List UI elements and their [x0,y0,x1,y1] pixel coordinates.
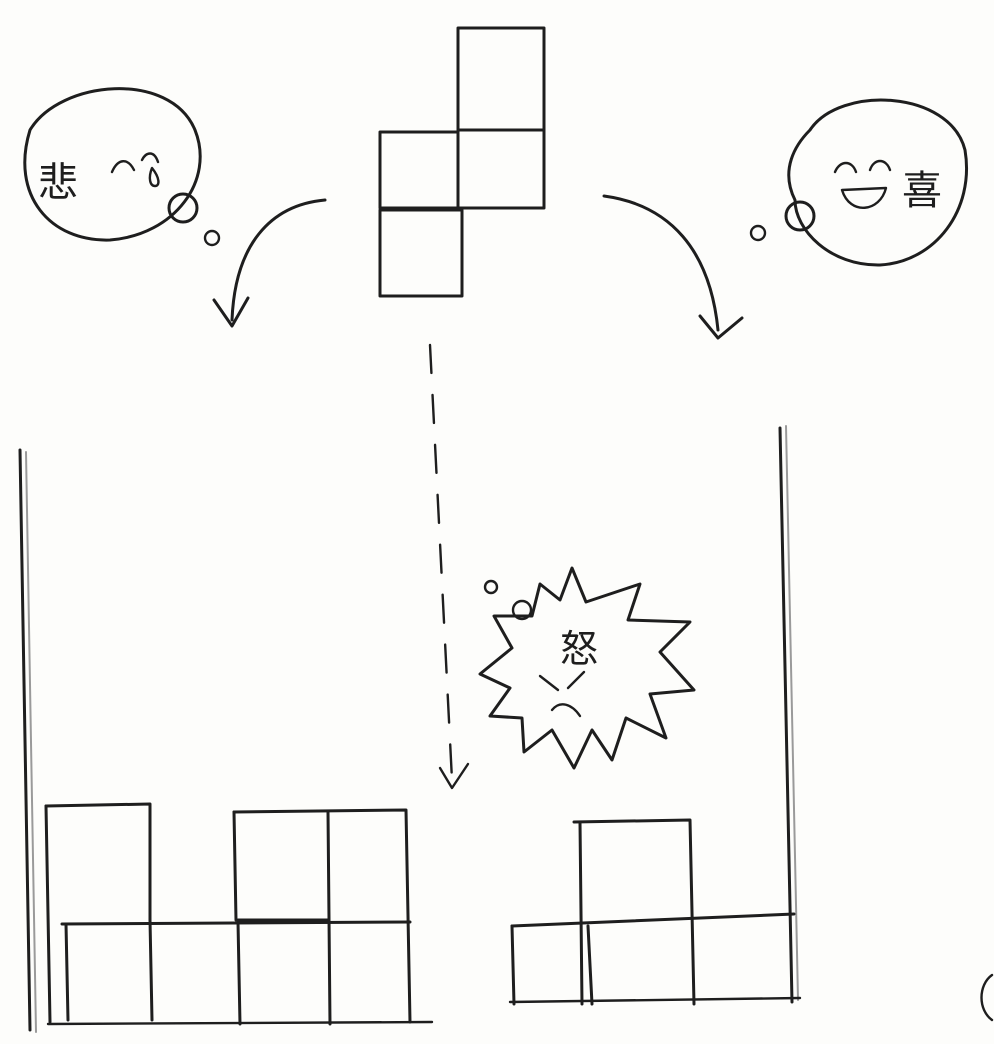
right-block-stack [512,820,794,1004]
left-arrow-icon [214,200,325,326]
sad-thought-bubble: 悲 [25,89,219,245]
sad-label: 悲 [38,160,78,206]
right-arrow-icon [604,196,742,338]
left-block-stack [46,804,410,1024]
falling-s-piece [380,28,544,296]
happy-label: 喜 [902,168,942,214]
dashed-drop-arrow-icon [430,345,468,788]
angry-thought-bubble: 怒 [480,568,694,768]
crying-face-icon [112,154,158,187]
tetris-well [20,426,800,1032]
angry-face-icon [540,672,584,716]
happy-thought-bubble: 喜 [751,100,967,265]
laughing-face-icon [835,161,890,208]
angry-label: 怒 [560,627,598,671]
stray-pen-mark [982,975,993,1020]
